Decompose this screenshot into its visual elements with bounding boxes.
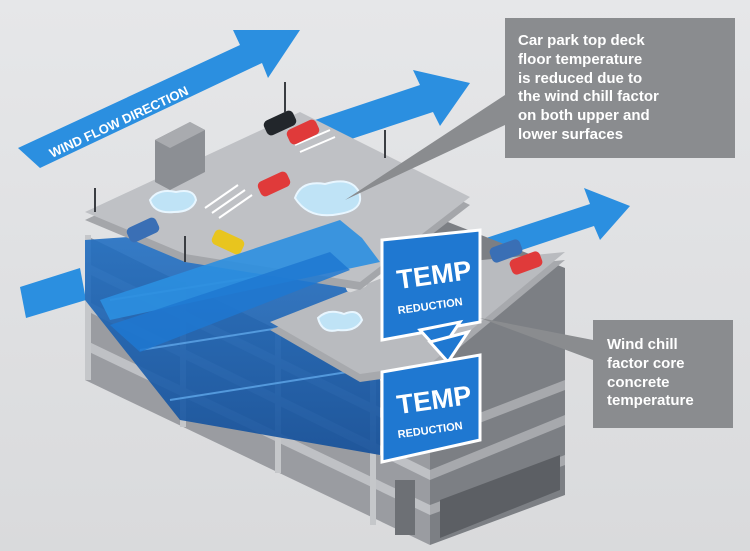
callout-line: Car park top deck xyxy=(518,32,645,49)
callout-line: concrete xyxy=(607,373,670,391)
wind-flow-funnel xyxy=(100,220,380,352)
core-temperature-callout: Wind chill factor core concrete temperat… xyxy=(593,320,733,428)
callout-line: is reduced due to xyxy=(518,69,643,87)
wind-arrow-left-mid xyxy=(20,268,86,318)
callout-line: floor temperature xyxy=(518,50,643,68)
callout-line: lower surfaces xyxy=(518,125,624,143)
wind-arrow-right-upper xyxy=(300,70,470,152)
top-callout-pointer xyxy=(345,95,505,200)
core-callout-pointer xyxy=(480,318,593,360)
callout-line: temperature xyxy=(607,392,694,410)
top-deck xyxy=(85,82,470,290)
callout-line: the wind chill factor xyxy=(518,88,659,106)
callout-line: Wind chill xyxy=(607,336,678,353)
wind-arrow-top xyxy=(18,30,300,168)
callout-line: factor core xyxy=(607,354,685,372)
temp-badge-lower: TEMP REDUCTION xyxy=(380,329,482,464)
top-deck-callout: Car park top deck floor temperature is r… xyxy=(505,18,735,158)
temp-badge-upper: TEMP REDUCTION xyxy=(380,228,482,355)
callout-line: on both upper and xyxy=(518,107,650,124)
